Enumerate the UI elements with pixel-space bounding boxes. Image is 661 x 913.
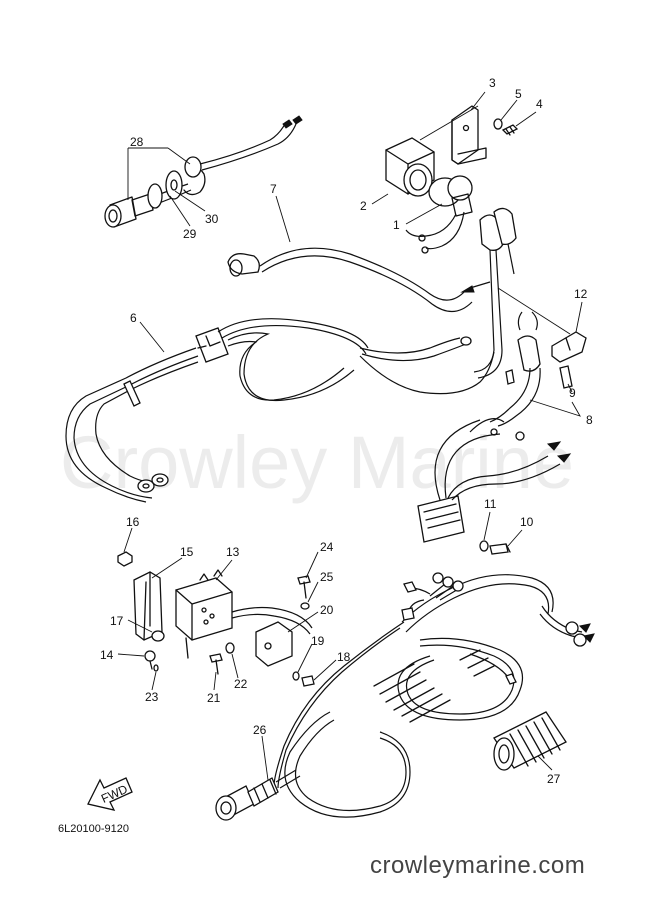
callout-12: 12 bbox=[574, 287, 588, 301]
callout-17: 17 bbox=[110, 614, 124, 628]
callout-19: 19 bbox=[311, 634, 325, 648]
part-13-solenoid[interactable] bbox=[175, 569, 313, 659]
part-25-washer[interactable] bbox=[300, 602, 310, 610]
part-17-grommet[interactable] bbox=[151, 630, 165, 642]
part-18-bolt[interactable] bbox=[301, 675, 315, 687]
callout-11: 11 bbox=[484, 497, 497, 511]
leader-lines-13-25 bbox=[117, 527, 337, 691]
callout-15: 15 bbox=[180, 545, 194, 559]
callout-29: 29 bbox=[183, 227, 197, 241]
part-6-wiring-harness[interactable] bbox=[65, 318, 495, 503]
callout-3: 3 bbox=[489, 76, 496, 90]
callout-10: 10 bbox=[520, 515, 534, 529]
part-14-bolt[interactable] bbox=[144, 650, 156, 670]
part-12-clamp[interactable] bbox=[551, 331, 587, 363]
callout-7: 7 bbox=[270, 182, 277, 196]
callout-26: 26 bbox=[253, 723, 267, 737]
part-24-bolt[interactable] bbox=[297, 575, 311, 599]
part-19-washer[interactable] bbox=[292, 671, 300, 681]
callout-25: 25 bbox=[320, 570, 334, 584]
callout-22: 22 bbox=[234, 677, 248, 691]
leader-line-27 bbox=[537, 755, 553, 771]
leader-line-6 bbox=[139, 321, 165, 353]
diagram-code: 6L20100-9120 bbox=[58, 823, 129, 835]
leader-lines-10-11 bbox=[483, 511, 523, 547]
part-10-bolt[interactable] bbox=[489, 543, 511, 555]
part-5-washer[interactable] bbox=[493, 118, 503, 130]
callout-2: 2 bbox=[360, 199, 367, 213]
part-8-fuse-holder[interactable] bbox=[489, 311, 541, 436]
part-21-bolt[interactable] bbox=[209, 653, 223, 675]
callout-6: 6 bbox=[130, 311, 137, 325]
callout-28: 28 bbox=[130, 135, 144, 149]
callout-30: 30 bbox=[205, 212, 219, 226]
leader-line-26 bbox=[261, 735, 269, 781]
callout-18: 18 bbox=[337, 650, 351, 664]
callout-27: 27 bbox=[547, 772, 561, 786]
fwd-label: FWD bbox=[99, 782, 130, 806]
callout-8: 8 bbox=[586, 413, 593, 427]
callout-5: 5 bbox=[515, 87, 522, 101]
part-4-bolt[interactable] bbox=[501, 124, 519, 136]
leader-lines-28-30 bbox=[127, 147, 206, 227]
callout-14: 14 bbox=[100, 648, 114, 662]
callout-24: 24 bbox=[320, 540, 334, 554]
part-16-nut[interactable] bbox=[117, 551, 133, 567]
callout-numbers: 1 2 3 4 5 6 7 8 9 10 11 12 13 14 15 16 1… bbox=[100, 76, 593, 786]
part-9-fuse[interactable] bbox=[559, 365, 573, 389]
callout-23: 23 bbox=[145, 690, 159, 704]
part-26-main-harness[interactable] bbox=[215, 572, 595, 821]
part-2-holder[interactable] bbox=[385, 137, 435, 197]
part-11-washer[interactable] bbox=[479, 540, 489, 552]
callout-13: 13 bbox=[226, 545, 240, 559]
part-20-plate[interactable] bbox=[255, 621, 293, 667]
rectifier-regulator[interactable] bbox=[417, 418, 572, 543]
part-23-washer[interactable] bbox=[153, 664, 159, 672]
part-1-relay[interactable] bbox=[405, 175, 473, 254]
callout-16: 16 bbox=[126, 515, 140, 529]
part-7-battery-cable[interactable] bbox=[227, 207, 517, 379]
part-27-sleeve[interactable] bbox=[493, 711, 567, 771]
part-28-switch-assembly[interactable] bbox=[104, 115, 303, 228]
leader-line-7 bbox=[275, 195, 291, 243]
part-3-bracket[interactable] bbox=[451, 105, 487, 165]
callout-4: 4 bbox=[536, 97, 543, 111]
fwd-arrow-icon: FWD bbox=[87, 777, 133, 811]
callout-1: 1 bbox=[393, 218, 400, 232]
leader-lines-1-5 bbox=[371, 91, 537, 225]
callout-21: 21 bbox=[207, 691, 221, 705]
site-footer: crowleymarine.com bbox=[370, 852, 586, 879]
leader-lines-8-12 bbox=[497, 287, 583, 417]
callout-9: 9 bbox=[569, 386, 576, 400]
part-22-washer[interactable] bbox=[225, 642, 235, 654]
callout-20: 20 bbox=[320, 603, 334, 617]
